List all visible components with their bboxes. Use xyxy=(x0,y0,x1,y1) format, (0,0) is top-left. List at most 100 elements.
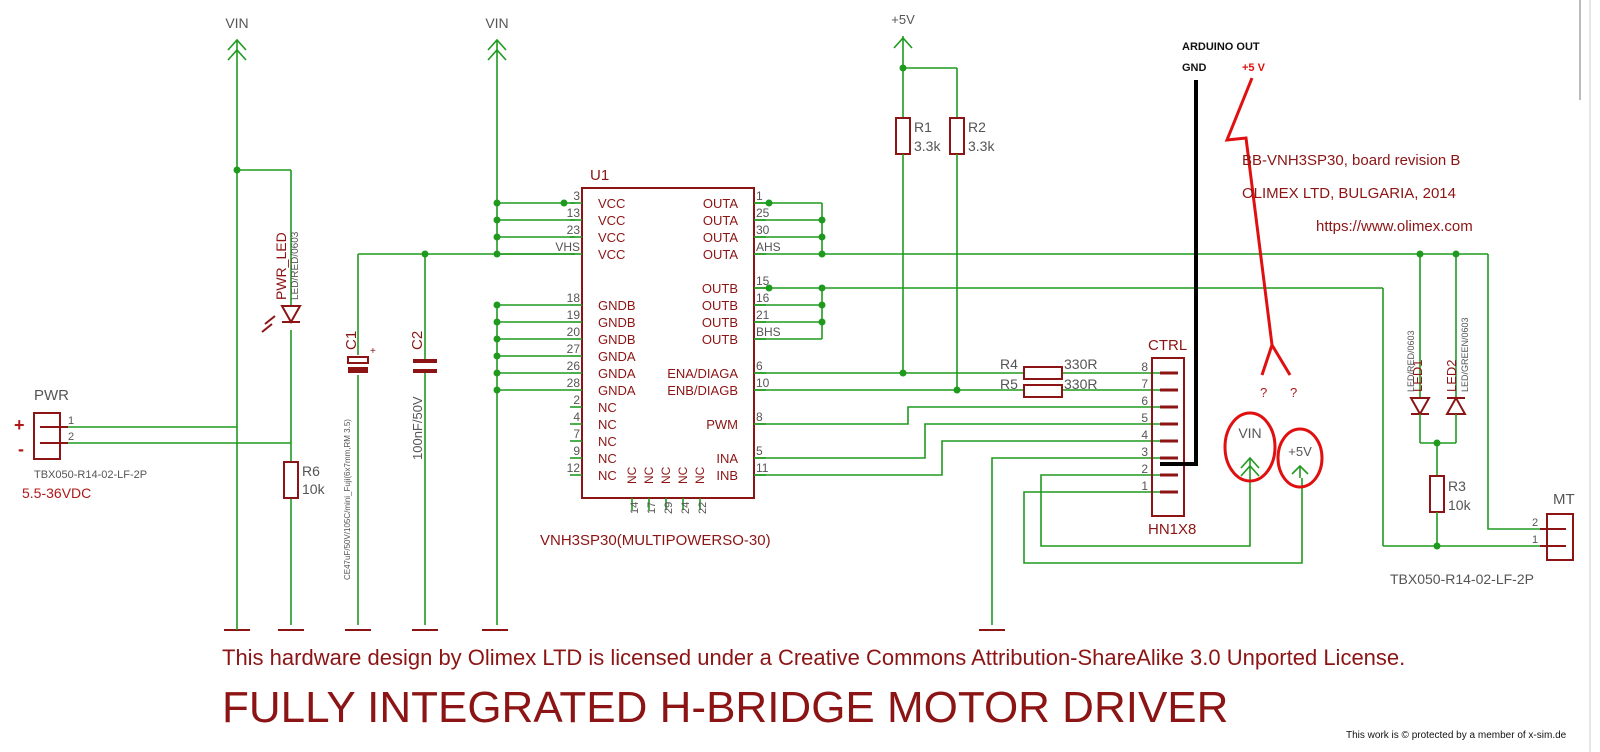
ic-right-pin-num: 1 xyxy=(756,189,763,203)
vin-circle-label: VIN xyxy=(1238,425,1261,441)
ic-right-pin-name: PWM xyxy=(706,417,738,432)
ic-right-pin-name: INA xyxy=(716,451,738,466)
c1-ref: C1 xyxy=(343,331,360,350)
board-line1: BB-VNH3SP30, board revision B xyxy=(1242,152,1460,169)
capacitor-c2: C2 100nF/50V xyxy=(409,331,437,460)
c2-ref: C2 xyxy=(409,331,426,350)
ic-right-pin-num: 21 xyxy=(756,308,770,322)
vin-label: VIN xyxy=(225,15,248,31)
ic-left-pin-name: NC xyxy=(598,468,617,483)
board-line2: OLIMEX LTD, BULGARIA, 2014 xyxy=(1242,185,1456,202)
vin-circle-annotation: VIN xyxy=(1223,411,1277,483)
ctrl-ref: CTRL xyxy=(1148,337,1187,354)
led2-ref: LED2 xyxy=(1444,359,1459,392)
ctrl-pin-num: 8 xyxy=(1141,360,1148,374)
pwr-range: 5.5-36VDC xyxy=(22,485,91,501)
ctrl-pin-num: 1 xyxy=(1141,479,1148,493)
mt-pin1: 1 xyxy=(1532,534,1538,546)
board-line3: https://www.olimex.com xyxy=(1316,218,1473,235)
question-mark-1: ? xyxy=(1260,385,1267,400)
ic-right-pin-name: ENA/DIAGA xyxy=(667,366,738,381)
ic-left-pin-num: 13 xyxy=(567,206,581,220)
resistor-r6: R6 10k xyxy=(283,461,326,499)
led2-value: LED/GREEN/0603 xyxy=(1460,317,1470,392)
led1: LED1 LED/RED/0603 xyxy=(1406,330,1431,417)
ic-left-pin-num: 4 xyxy=(573,410,580,424)
ic-left-pin-num: 23 xyxy=(567,223,581,237)
c1-value: CE47uF/50V/105C/mini_Fuji(6x7mm,RM 3.5) xyxy=(343,419,352,580)
ic-left-pin-num: VHS xyxy=(555,240,580,254)
ic-left-pin-name: NC xyxy=(598,451,617,466)
r2-ref: R2 xyxy=(968,119,986,135)
ctrl-pin-num: 6 xyxy=(1141,394,1148,408)
ic-right-pin-num: 11 xyxy=(756,461,769,475)
pwr-led-value: LED/RED/0603 xyxy=(290,231,301,300)
ic-right-pin-num: 25 xyxy=(756,206,770,220)
ic-right-pin-num: 30 xyxy=(756,223,770,237)
r6-ref: R6 xyxy=(302,463,320,479)
arduino-plus5: +5 V xyxy=(1242,62,1266,74)
ic-right-pin-num: 5 xyxy=(756,444,763,458)
license-text: This hardware design by Olimex LTD is li… xyxy=(222,645,1405,670)
r1-ref: R1 xyxy=(914,119,932,135)
ic-bottom-pin-num: 22 xyxy=(697,502,709,514)
ic-left-pin-num: 9 xyxy=(573,444,580,458)
ic-bottom-pin-num: 29 xyxy=(663,502,675,514)
ic-left-pin-num: 19 xyxy=(567,308,581,322)
pwr-pin2: 2 xyxy=(68,431,74,443)
ic-bottom-nc: NC xyxy=(693,466,707,484)
ic-right-pin-num: BHS xyxy=(756,325,781,339)
ctrl-pin-num: 3 xyxy=(1141,445,1148,459)
ic-left-pin-num: 28 xyxy=(567,376,581,390)
ic-left-pin-name: GNDA xyxy=(598,366,636,381)
ic-bottom-nc: NC xyxy=(659,466,673,484)
pwr-part: TBX050-R14-02-LF-2P xyxy=(34,469,147,481)
ic-right-pin-name: OUTA xyxy=(703,230,738,245)
ic-bottom-pin-num: 17 xyxy=(646,502,658,514)
ic-left-pin-name: NC xyxy=(598,434,617,449)
ic-left-pin-name: VCC xyxy=(598,196,625,211)
ic-right-pin-name: ENB/DIAGB xyxy=(667,383,738,398)
r3-value: 10k xyxy=(1448,497,1472,513)
r2-value: 3.3k xyxy=(968,138,995,154)
plus5v-label: +5V xyxy=(891,12,915,27)
ic-left-pin-num: 20 xyxy=(567,325,581,339)
pwr-minus: - xyxy=(18,439,24,459)
pwr-led: PWR_LED LED/RED/0603 xyxy=(261,231,302,333)
ic-right-pin-name: OUTA xyxy=(703,247,738,262)
ic-right-pin-name: OUTA xyxy=(703,213,738,228)
resistor-r2: R2 3.3k xyxy=(949,117,995,155)
arduino-gnd: GND xyxy=(1182,62,1207,74)
ic-right-pin-name: OUTB xyxy=(702,315,738,330)
ic-right-pin-num: 8 xyxy=(756,410,763,424)
ic-right-pin-name: OUTB xyxy=(702,281,738,296)
plus5v-circle-annotation: +5V xyxy=(1276,427,1324,489)
ic-right-pin-num: 16 xyxy=(756,291,770,305)
ic-left-pin-name: GNDB xyxy=(598,315,636,330)
ic-left-pin-name: GNDA xyxy=(598,383,636,398)
ic-left-pin-name: VCC xyxy=(598,247,625,262)
ic-left-pin-num: 18 xyxy=(567,291,581,305)
led1-ref: LED1 xyxy=(1410,359,1425,392)
r6-value: 10k xyxy=(302,481,326,497)
ic-right-pin-num: 6 xyxy=(756,359,763,373)
mt-connector: MT 2 1 TBX050-R14-02-LF-2P xyxy=(1390,491,1575,587)
board-info: BB-VNH3SP30, board revision B OLIMEX LTD… xyxy=(1242,152,1473,235)
ctrl-pin-num: 5 xyxy=(1141,411,1148,425)
ctrl-part: HN1X8 xyxy=(1148,521,1196,538)
ic-bottom-pin-num: 24 xyxy=(680,502,692,514)
resistor-r5: R5 330R xyxy=(1000,376,1097,398)
pwr-led-ref: PWR_LED xyxy=(273,232,289,300)
watermark: This work is © protected by a member of … xyxy=(1346,730,1567,741)
pwr-plus: + xyxy=(14,415,25,435)
ic-bottom-nc: NC xyxy=(642,466,656,484)
ic-bottom-nc: NC xyxy=(625,466,639,484)
mt-pin2: 2 xyxy=(1532,517,1538,529)
resistor-r1: R1 3.3k xyxy=(895,117,941,155)
ic-right-pin-name: OUTB xyxy=(702,332,738,347)
ic-left-pin-num: 7 xyxy=(573,427,580,441)
r5-ref: R5 xyxy=(1000,376,1018,392)
ic-bottom-nc: NC xyxy=(676,466,690,484)
